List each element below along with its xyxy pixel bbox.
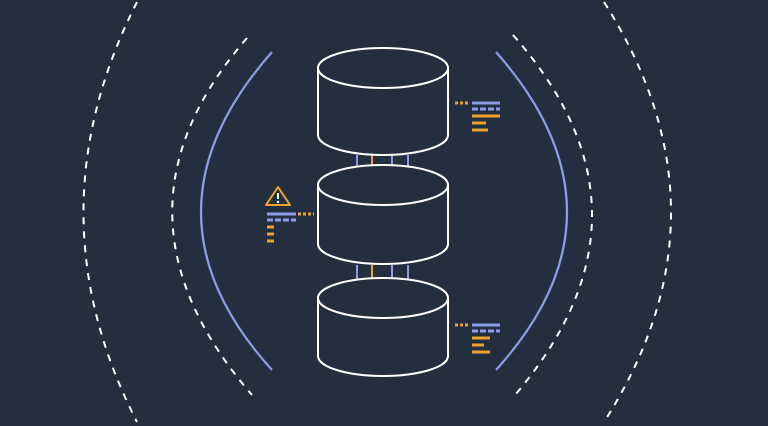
warning-triangle-icon	[265, 186, 291, 206]
cylinder-body	[317, 185, 449, 265]
cylinder-top	[317, 47, 449, 89]
log-lines-icon	[267, 212, 314, 243]
cylinder-top	[317, 164, 449, 206]
log-lines-icon	[455, 101, 500, 132]
outer-ring-left	[82, 1, 138, 423]
bracket-left	[199, 51, 273, 371]
bracket-right	[495, 51, 569, 371]
cylinder-top	[317, 277, 449, 319]
cylinder-body	[317, 68, 449, 156]
outer-dashed-rings	[82, 1, 672, 423]
blue-brackets	[199, 51, 569, 371]
inner-ring-left	[171, 37, 253, 396]
outer-ring-right	[603, 1, 672, 423]
cylinder-body	[317, 298, 449, 377]
bottom-database	[317, 277, 449, 377]
top-database	[317, 47, 449, 156]
log-lines-icon	[455, 323, 500, 354]
middle-database	[317, 164, 449, 265]
inner-ring-right	[512, 34, 593, 396]
